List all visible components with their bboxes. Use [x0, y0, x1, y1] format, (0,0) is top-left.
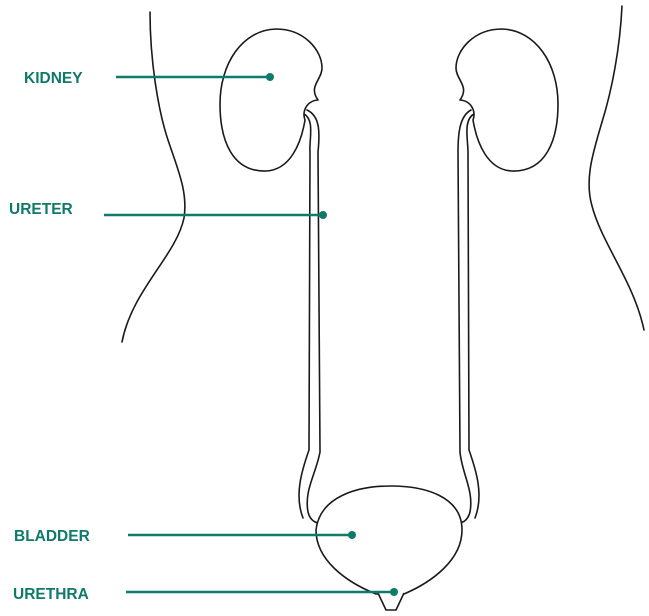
left-kidney — [220, 29, 322, 171]
label-bladder-text: BLADDER — [14, 528, 90, 545]
label-bladder: BLADDER — [14, 528, 356, 545]
kidneys — [220, 29, 558, 171]
right-ureter — [455, 110, 479, 523]
left-ureter — [299, 110, 323, 523]
label-kidney-text: KIDNEY — [24, 70, 83, 87]
body-outline — [122, 6, 644, 342]
body-outline-left — [122, 12, 185, 342]
label-urethra-dot — [390, 588, 398, 596]
label-urethra-text: URETHRA — [13, 586, 89, 603]
label-kidney-dot — [266, 73, 274, 81]
ureters — [299, 110, 479, 523]
label-ureter-text: URETER — [9, 201, 73, 218]
label-bladder-dot — [348, 531, 356, 539]
right-kidney — [456, 29, 558, 171]
label-ureter: URETER — [9, 201, 327, 219]
label-urethra: URETHRA — [13, 586, 398, 603]
urethra — [378, 593, 404, 610]
body-outline-right — [589, 6, 644, 330]
bladder — [316, 486, 462, 594]
label-ureter-dot — [319, 211, 327, 219]
